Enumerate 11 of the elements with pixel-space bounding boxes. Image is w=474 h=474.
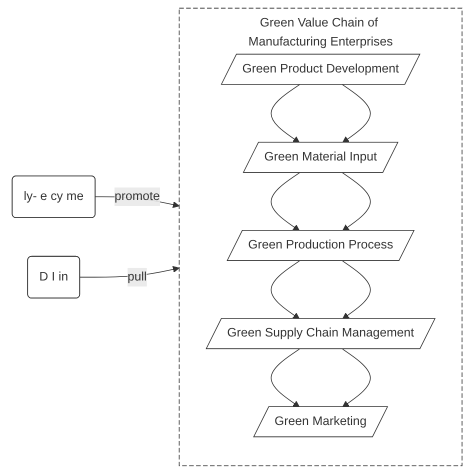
arrow [79, 266, 180, 278]
arrow [342, 172, 371, 232]
arrow [270, 348, 300, 408]
edge-label: promote [114, 190, 160, 203]
arrow [342, 84, 371, 143]
arrow [270, 172, 300, 232]
arrow [342, 348, 371, 408]
edge-label: pull [127, 270, 147, 284]
arrow [270, 84, 300, 143]
arrow [342, 260, 371, 320]
arrow [270, 260, 300, 320]
